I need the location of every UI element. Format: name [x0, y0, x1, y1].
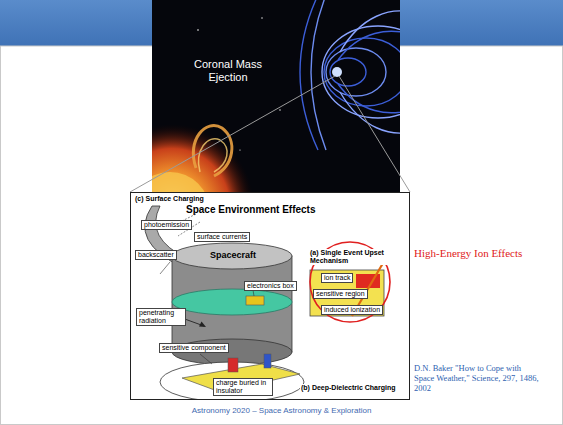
callout-box: charge buried in insulator	[213, 378, 273, 396]
callout-text: photoemission	[144, 221, 189, 229]
callout-text: sensitive region	[316, 290, 365, 298]
section-label: (a) Single Event Upset Mechanism	[309, 249, 397, 265]
diagram-panel: Space Environment Effects photoemission su…	[130, 192, 410, 400]
callout-text: backscatter	[138, 251, 174, 259]
callout-text: induced ionization	[324, 306, 380, 314]
callout-box: surface currents	[194, 232, 250, 242]
callout-box: sensitive region	[313, 289, 368, 299]
space-photo	[152, 0, 400, 200]
panel-title: Space Environment Effects	[186, 204, 315, 215]
callout-text: ion track	[324, 274, 350, 282]
footer-text: Astronomy 2020 – Space Astronomy & Explo…	[0, 406, 563, 416]
callout-box: ion track	[321, 273, 353, 283]
zoom-line	[130, 76, 335, 192]
callout-box: penetrating radiation	[136, 308, 186, 326]
photo-caption: Coronal Mass Ejection	[188, 58, 268, 83]
callout-box: photoemission	[141, 220, 192, 230]
section-label: (c) Surface Charging	[135, 195, 204, 203]
zoom-line	[339, 76, 410, 192]
annotation-text: High-Energy Ion Effects	[414, 247, 522, 260]
callout-box: electronics box	[244, 281, 297, 291]
callout-text: electronics box	[247, 282, 294, 290]
callout-text: sensitive component	[162, 344, 226, 352]
panel-ground	[130, 192, 410, 400]
callout-text: penetrating radiation	[139, 309, 183, 325]
callout-box: induced ionization	[321, 305, 383, 315]
callout-box: backscatter	[135, 250, 177, 260]
part-name: Spacecraft	[210, 251, 256, 261]
spacecraft-illustration	[145, 206, 386, 399]
callout-text: surface currents	[197, 233, 247, 241]
callout-text: charge buried in insulator	[216, 379, 270, 395]
section-label: (b) Deep-Dielectric Charging	[300, 384, 397, 392]
citation-text: D.N. Baker "How to Cope with Space Weath…	[414, 363, 542, 394]
callout-box: sensitive component	[159, 343, 229, 353]
